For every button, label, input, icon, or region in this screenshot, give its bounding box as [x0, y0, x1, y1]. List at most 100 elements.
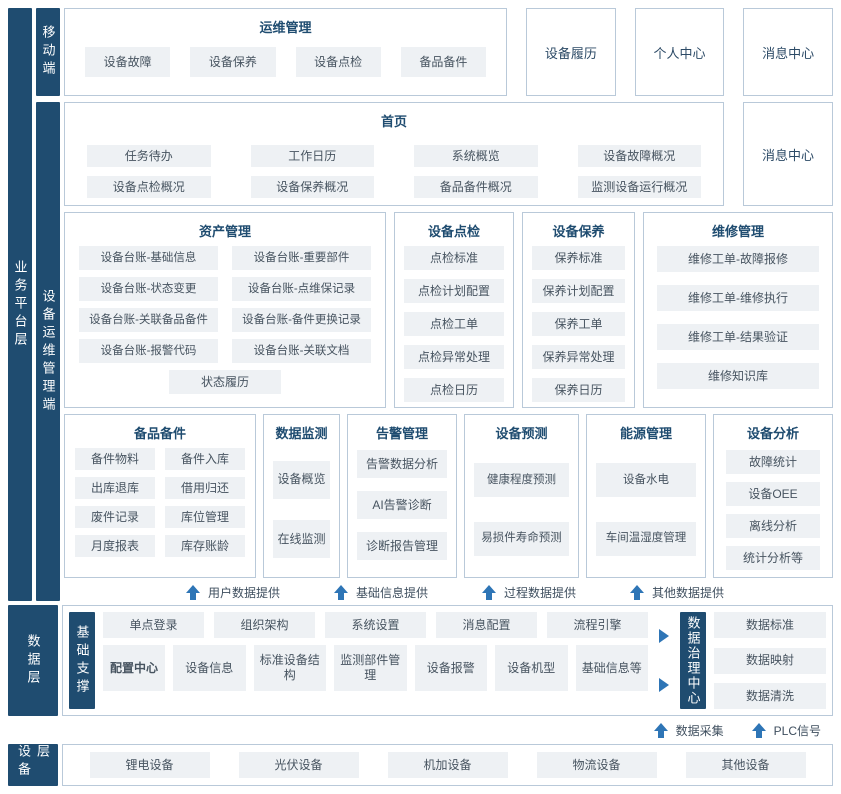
spare-items: 备件物料备件入库出库退库借用归还废件记录库位管理月度报表库存账龄	[65, 448, 255, 557]
right-arrow-icon	[659, 678, 669, 693]
diagram-item: 数据映射	[714, 647, 826, 674]
layer-bar-mobile: 移动端	[36, 8, 60, 96]
flow-basic-info: 基础信息提供	[334, 584, 482, 601]
flow-label: 过程数据提供	[504, 586, 577, 600]
diagram-item: 设备台账-关联文档	[232, 339, 371, 363]
flow-label: 基础信息提供	[356, 586, 429, 600]
section-prediction: 设备预测 健康程度预测易损件寿命预测	[464, 414, 579, 578]
diagram-item: 点检工单	[404, 312, 504, 336]
home-message-center-box: 消息中心	[743, 102, 833, 206]
platform-content: 运维管理 设备故障设备保养设备点检备品备件 设备履历 个人中心 消息中心 首页 …	[64, 8, 834, 601]
layer-bar-business-platform: 业务平台层	[8, 8, 32, 601]
section-energy: 能源管理 设备水电车间温湿度管理	[586, 414, 706, 578]
diagram-item: 库存账龄	[165, 535, 245, 557]
diagram-item: 设备台账-备件更换记录	[232, 308, 371, 332]
device-layer-zone: 设备层 锂电设备光伏设备机加设备物流设备其他设备	[8, 744, 833, 786]
diagram-item: 设备报警	[414, 645, 487, 691]
flow-label: 数据采集	[675, 723, 724, 738]
up-arrow-icon	[186, 585, 200, 600]
diagram-item: 易损件寿命预测	[474, 521, 569, 556]
flow-label: 其他数据提供	[652, 586, 725, 600]
home-items-row2: 设备点检概况设备保养概况备品备件概况监测设备运行概况	[65, 176, 723, 198]
layer-bar-data-governance: 数据治理中心	[680, 612, 706, 710]
diagram-item: 设备保养	[190, 47, 276, 77]
layer-bar-device-om: 设备运维管理端	[36, 102, 60, 601]
section-data-monitor: 数据监测 设备概览在线监测	[263, 414, 340, 578]
inspection-items: 点检标准点检计划配置点检工单点检异常处理点检日历	[395, 246, 513, 402]
prediction-items: 健康程度预测易损件寿命预测	[465, 448, 578, 577]
diagram-item: 监测部件管理	[334, 645, 407, 691]
diagram-item: 设备保养概况	[250, 176, 374, 198]
section-data-layer: 基础支撑 单点登录组织架构系统设置消息配置流程引擎 配置中心 设备信息标准设备结…	[62, 605, 833, 717]
flow-other-data: 其他数据提供	[630, 584, 778, 601]
up-arrow-icon	[630, 585, 644, 600]
section-device-layer: 锂电设备光伏设备机加设备物流设备其他设备	[62, 744, 833, 786]
mobile-om-items: 设备故障设备保养设备点检备品备件	[65, 42, 506, 77]
alarm-title: 告警管理	[375, 426, 428, 441]
diagram-item: 状态履历	[169, 370, 281, 394]
layer-bar-device: 设备层	[8, 744, 58, 786]
mobile-box-device-history: 设备履历	[526, 8, 616, 96]
diagram-item: 出库退库	[75, 477, 155, 499]
layer-bar-basic-support: 基础支撑	[69, 612, 95, 710]
diagram-item: 点检异常处理	[404, 345, 504, 369]
config-center-item: 配置中心	[103, 645, 165, 691]
platform-data-flows: 用户数据提供 基础信息提供 过程数据提供 其他数据提供	[64, 584, 833, 601]
home-title: 首页	[380, 114, 407, 129]
diagram-item: 设备故障	[85, 47, 171, 77]
diagram-item: 设备点检概况	[87, 176, 211, 198]
section-asset-management: 资产管理 设备台账-基础信息设备台账-重要部件设备台账-状态变更设备台账-点维保…	[64, 212, 386, 408]
diagram-item: 维修工单-结果验证	[657, 324, 819, 350]
diagram-item: 统计分析等	[726, 546, 820, 570]
diagram-item: 系统设置	[325, 612, 426, 638]
diagram-item: 保养异常处理	[532, 345, 625, 369]
diagram-item: 健康程度预测	[474, 463, 569, 498]
diagram-item: 点检计划配置	[404, 279, 504, 303]
om-management-title: 运维管理	[259, 20, 312, 35]
data-layer-main: 单点登录组织架构系统设置消息配置流程引擎 配置中心 设备信息标准设备结构监测部件…	[103, 612, 648, 709]
flow-plc-signal: PLC信号	[751, 722, 821, 739]
data-collection-flows: 数据采集 PLC信号	[8, 720, 833, 740]
diagram-item: 借用归还	[165, 477, 245, 499]
monitor-title: 数据监测	[275, 426, 328, 441]
flow-label: 用户数据提供	[208, 586, 281, 600]
diagram-item: 月度报表	[75, 535, 155, 557]
diagram-item: 诊断报告管理	[357, 532, 447, 560]
mobile-box-personal-center: 个人中心	[634, 8, 725, 96]
diagram-item: 系统概览	[414, 145, 538, 167]
diagram-item: 车间温湿度管理	[596, 521, 696, 556]
diagram-item: 设备机型	[495, 645, 568, 691]
diagram-item: 设备点检	[295, 47, 381, 77]
up-arrow-icon	[653, 722, 668, 738]
diagram-item: 离线分析	[726, 514, 820, 538]
data-layer-row2-items: 设备信息标准设备结构监测部件管理设备报警设备机型基础信息等	[173, 645, 648, 691]
up-arrow-icon	[334, 585, 348, 600]
diagram-item: 保养工单	[532, 312, 625, 336]
diagram-item: 锂电设备	[89, 752, 210, 778]
diagram-item: 消息配置	[436, 612, 537, 638]
diagram-item: 基础信息等	[575, 645, 648, 691]
diagram-item: 保养日历	[532, 378, 625, 402]
diagram-item: 点检标准	[404, 246, 504, 270]
section-repair: 维修管理 维修工单-故障报修维修工单-维修执行维修工单-结果验证维修知识库	[643, 212, 833, 408]
diagram-item: 监测设备运行概况	[577, 176, 701, 198]
business-platform-zone: 业务平台层 移动端 设备运维管理端 运维管理 设备故障设备保养设备点检备品备件 …	[8, 8, 834, 601]
asset-title: 资产管理	[198, 224, 251, 239]
diagram-item: 告警数据分析	[357, 450, 447, 478]
repair-title: 维修管理	[711, 224, 764, 239]
diagram-item: 设备台账-报警代码	[79, 339, 218, 363]
mobile-row: 运维管理 设备故障设备保养设备点检备品备件 设备履历 个人中心 消息中心	[64, 8, 834, 96]
analysis-title: 设备分析	[746, 426, 799, 441]
right-arrow-icon	[659, 629, 669, 644]
home-items-row1: 任务待办工作日历系统概览设备故障概况	[65, 145, 723, 167]
section-om-management: 运维管理 设备故障设备保养设备点检备品备件	[64, 8, 507, 96]
diagram-item: 故障统计	[726, 450, 820, 474]
device-items: 锂电设备光伏设备机加设备物流设备其他设备	[63, 752, 832, 778]
maintenance-items: 保养标准保养计划配置保养工单保养异常处理保养日历	[523, 246, 634, 402]
diagram-item: 光伏设备	[238, 752, 359, 778]
data-layer-zone: 数据层 基础支撑 单点登录组织架构系统设置消息配置流程引擎 配置中心 设备信息标…	[8, 605, 833, 717]
monitor-items: 设备概览在线监测	[264, 448, 339, 577]
section-maintenance: 设备保养 保养标准保养计划配置保养工单保养异常处理保养日历	[522, 212, 635, 408]
